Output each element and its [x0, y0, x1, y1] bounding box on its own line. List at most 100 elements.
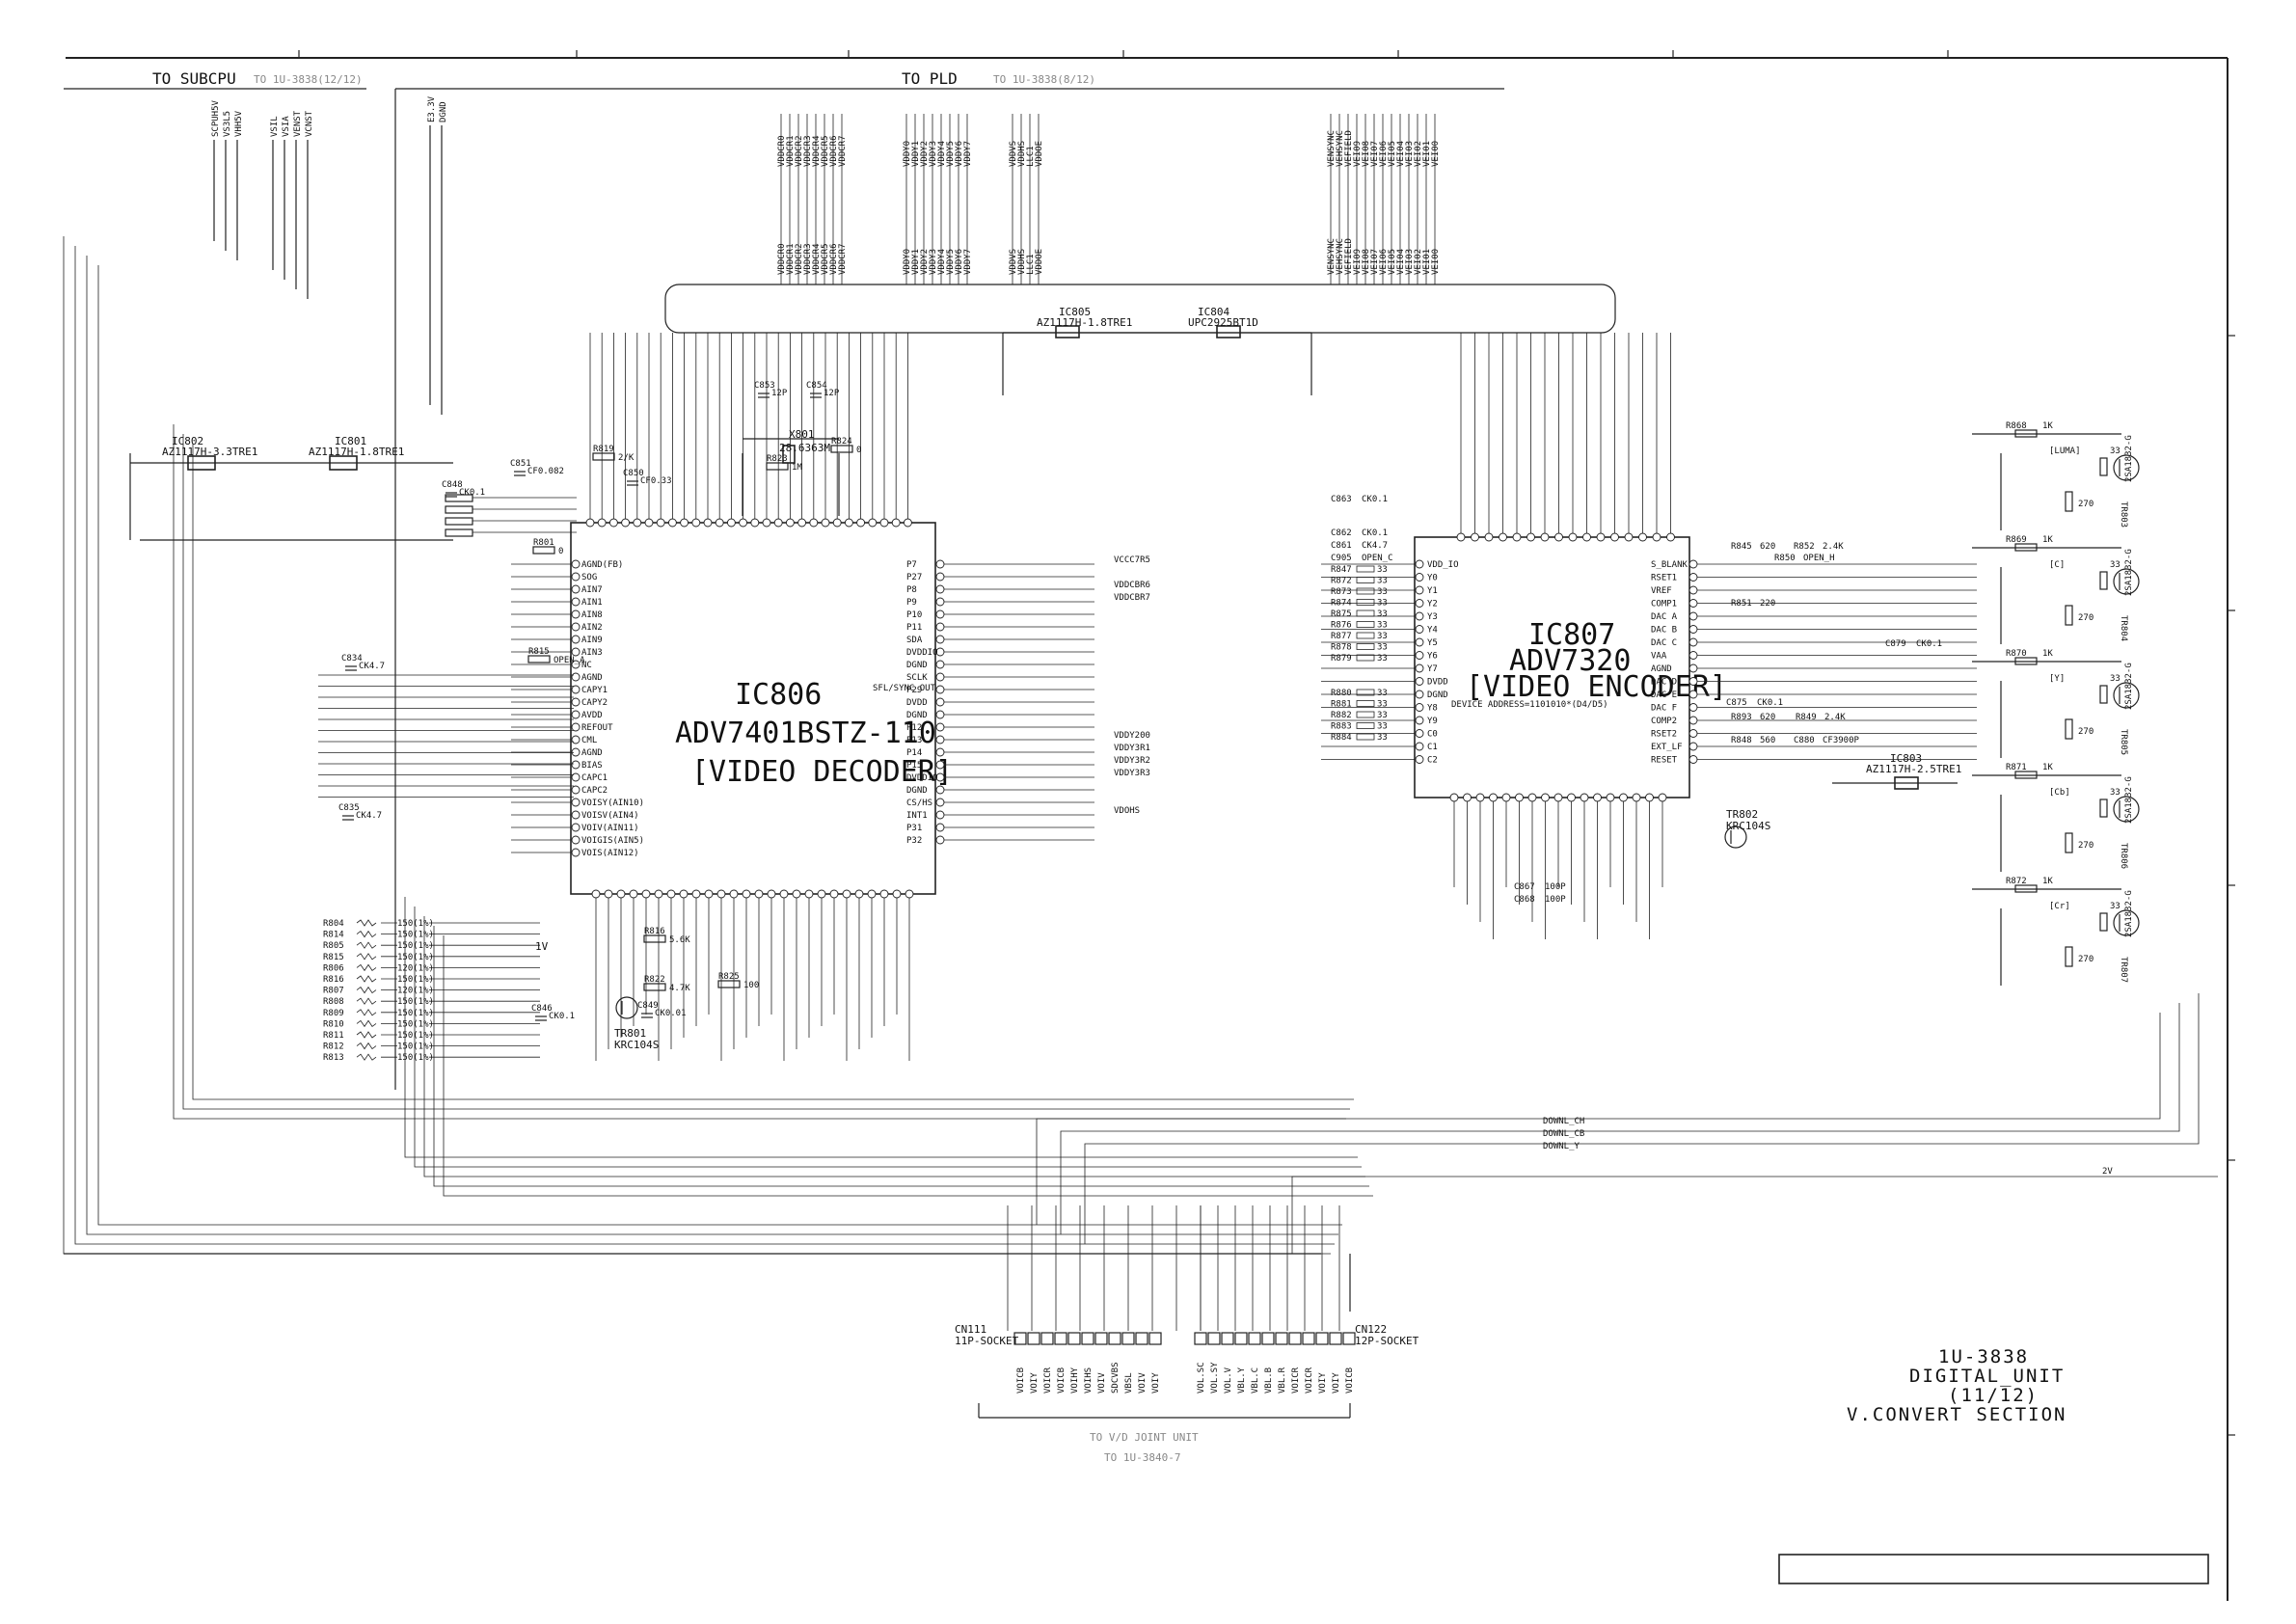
dec-left-label-19: VOISY(AIN10) — [581, 798, 644, 808]
dec-left-label-6: AIN9 — [581, 636, 603, 645]
cn122-pin-6 — [1275, 1332, 1288, 1345]
lp-r80x-body-2 — [445, 517, 473, 526]
tr801-part: KRC104S — [614, 1039, 659, 1051]
enc-dres-ref-1: R872 — [1331, 577, 1352, 586]
out-res-ref-0: R868 — [2006, 421, 2027, 431]
enc-bot-pin-2 — [1475, 793, 1485, 802]
dec-right-label-21: P31 — [906, 824, 922, 833]
dec-left-label-16: BIAS — [581, 761, 603, 771]
enc-top-pin-5 — [1526, 532, 1535, 542]
bank-ref-1: R814 — [323, 931, 344, 940]
harness-2v — [1291, 1176, 2218, 1254]
cn122-pin-9 — [1315, 1332, 1329, 1345]
bus-encoder-top-0: VENSYNC — [1327, 130, 1337, 167]
cn122-pin-label-6: VBL.R — [1278, 1367, 1287, 1394]
tr802: TR802 KRC104S — [1724, 808, 1770, 849]
lp-res-body-6 — [643, 983, 666, 991]
enc-rres-val-6: 560 — [1760, 736, 1775, 745]
bus-encoder-low-5: VEI07 — [1370, 249, 1380, 275]
enc-dres-body-4 — [1356, 609, 1375, 617]
dec-left-label-21: VOIV(AIN11) — [581, 824, 639, 833]
enc-cap-ref-5: C875 — [1726, 698, 1747, 708]
bus-decoder_c-low-2: VDDCR2 — [795, 243, 804, 275]
dec-bot-pin-10 — [716, 889, 726, 899]
enc-top-pin-12 — [1624, 532, 1634, 542]
dec-right-net-16: VDDY3R2 — [1114, 756, 1150, 766]
cn122-pin-10 — [1329, 1332, 1342, 1345]
dec-right-pin-8 — [935, 660, 945, 669]
dec-left-pin-23 — [571, 848, 581, 857]
ic807-top-pins — [1456, 333, 1675, 542]
bank-val-10: 150(1%) — [397, 1031, 434, 1041]
enc-top-pin-14 — [1652, 532, 1661, 542]
dec-top-pin-21 — [832, 518, 842, 528]
bank-val-3: 150(1%) — [397, 953, 434, 962]
dec-right-label-17: DVDDIO — [906, 773, 938, 783]
dec-right-net-0: VCCC7R5 — [1114, 555, 1150, 565]
bus-decoder_y-top-4: VDDY4 — [937, 141, 947, 167]
dec-left-pin-11 — [571, 697, 581, 707]
dec-bot-pin-2 — [616, 889, 626, 899]
enc-top-pin-3 — [1499, 532, 1507, 542]
dec-left-label-5: AIN2 — [581, 623, 603, 633]
enc-dres-ref-6: R877 — [1331, 632, 1352, 641]
enc-top-pin-6 — [1540, 532, 1550, 542]
dec-right-label-8: DGND — [906, 661, 928, 670]
reg-ic803-ref: IC803 — [1890, 752, 1922, 765]
enc-dres-val-1: 33 — [1377, 577, 1388, 586]
out-emit-val-2: 270 — [2078, 727, 2093, 737]
lp-res-ref-7: R825 — [718, 972, 740, 982]
dec-left-pin-15 — [571, 747, 581, 757]
lp-r80x-body-3 — [445, 528, 473, 537]
enc-dres-body-10 — [1356, 700, 1375, 707]
lp-res-body-5 — [643, 934, 666, 943]
enc-left-label-13: C0 — [1427, 730, 1438, 740]
enc-rres-val-1: 2.4K — [1823, 542, 1844, 552]
enc-rres-val-7: CF3900P — [1823, 736, 1860, 745]
bus-decoder_y-low-3: VDDY3 — [929, 249, 938, 275]
cn111-pin-label-10: VOIY — [1151, 1372, 1161, 1394]
subcpu-sig-4: VSIA — [282, 116, 291, 137]
dec-bot-pin-15 — [779, 889, 789, 899]
bank-zig-6 — [356, 986, 377, 994]
bus-encoder-low-0: VENSYNC — [1327, 238, 1337, 275]
enc-bot-pin-12 — [1606, 793, 1615, 802]
dec-left-pin-3 — [571, 597, 581, 607]
dec-bot-pin-17 — [804, 889, 814, 899]
out-res-body-0 — [2014, 429, 2038, 438]
out-tr-ref-1: TR804 — [2119, 615, 2128, 641]
lp-cap-ref-2: C850 — [623, 469, 644, 478]
enc-rres-val-2: OPEN_H — [1803, 554, 1835, 563]
dec-bot-pin-6 — [666, 889, 676, 899]
dec-right-pin-4 — [935, 609, 945, 619]
bank-val-9: 150(1%) — [397, 1019, 434, 1029]
cn111-ref: CN111 — [955, 1323, 986, 1336]
lp-res-body-1 — [830, 445, 853, 453]
out-tr-ref-4: TR807 — [2119, 957, 2128, 983]
dec-right-net-3: VDDCBR7 — [1114, 593, 1150, 603]
enc-rres-ref-0: R845 — [1731, 542, 1752, 552]
enc-left-label-14: C1 — [1427, 743, 1438, 752]
dec-bot-pin-11 — [729, 889, 739, 899]
cn122-pin-0 — [1194, 1332, 1207, 1345]
regulators: IC802 AZ1117H-3.3TRE1 IC801 AZ1117H-1.8T… — [129, 306, 1961, 790]
enc-bot-pin-1 — [1463, 793, 1472, 802]
bus-decoder_c-top-4: VDDCR4 — [812, 135, 822, 167]
enc-right-label-4: DAC A — [1651, 612, 1678, 622]
enc-dres-ref-0: R847 — [1331, 565, 1352, 575]
out-tr-ref-3: TR806 — [2119, 843, 2128, 869]
lp-res-val-6: 4.7K — [669, 984, 690, 993]
cn111-pin-label-9: VOIV — [1138, 1372, 1148, 1394]
enc-cap-val-4: CK0.1 — [1916, 639, 1942, 649]
bank-val-0: 150(1%) — [397, 919, 434, 929]
out-tr-part-3: 2SA1832-G — [2124, 776, 2134, 824]
dec-top-pin-0 — [585, 518, 595, 528]
lp-res-ref-5: R816 — [644, 927, 665, 936]
enc-dres-body-11 — [1356, 711, 1375, 718]
cn111-pin-0 — [1013, 1332, 1027, 1345]
bus-ctrl-top-2: LLC1 — [1026, 146, 1036, 167]
reg-ic801-body — [329, 455, 358, 471]
cn122-ref: CN122 — [1355, 1323, 1387, 1336]
bus-encoder-top-8: VEI04 — [1396, 141, 1406, 167]
